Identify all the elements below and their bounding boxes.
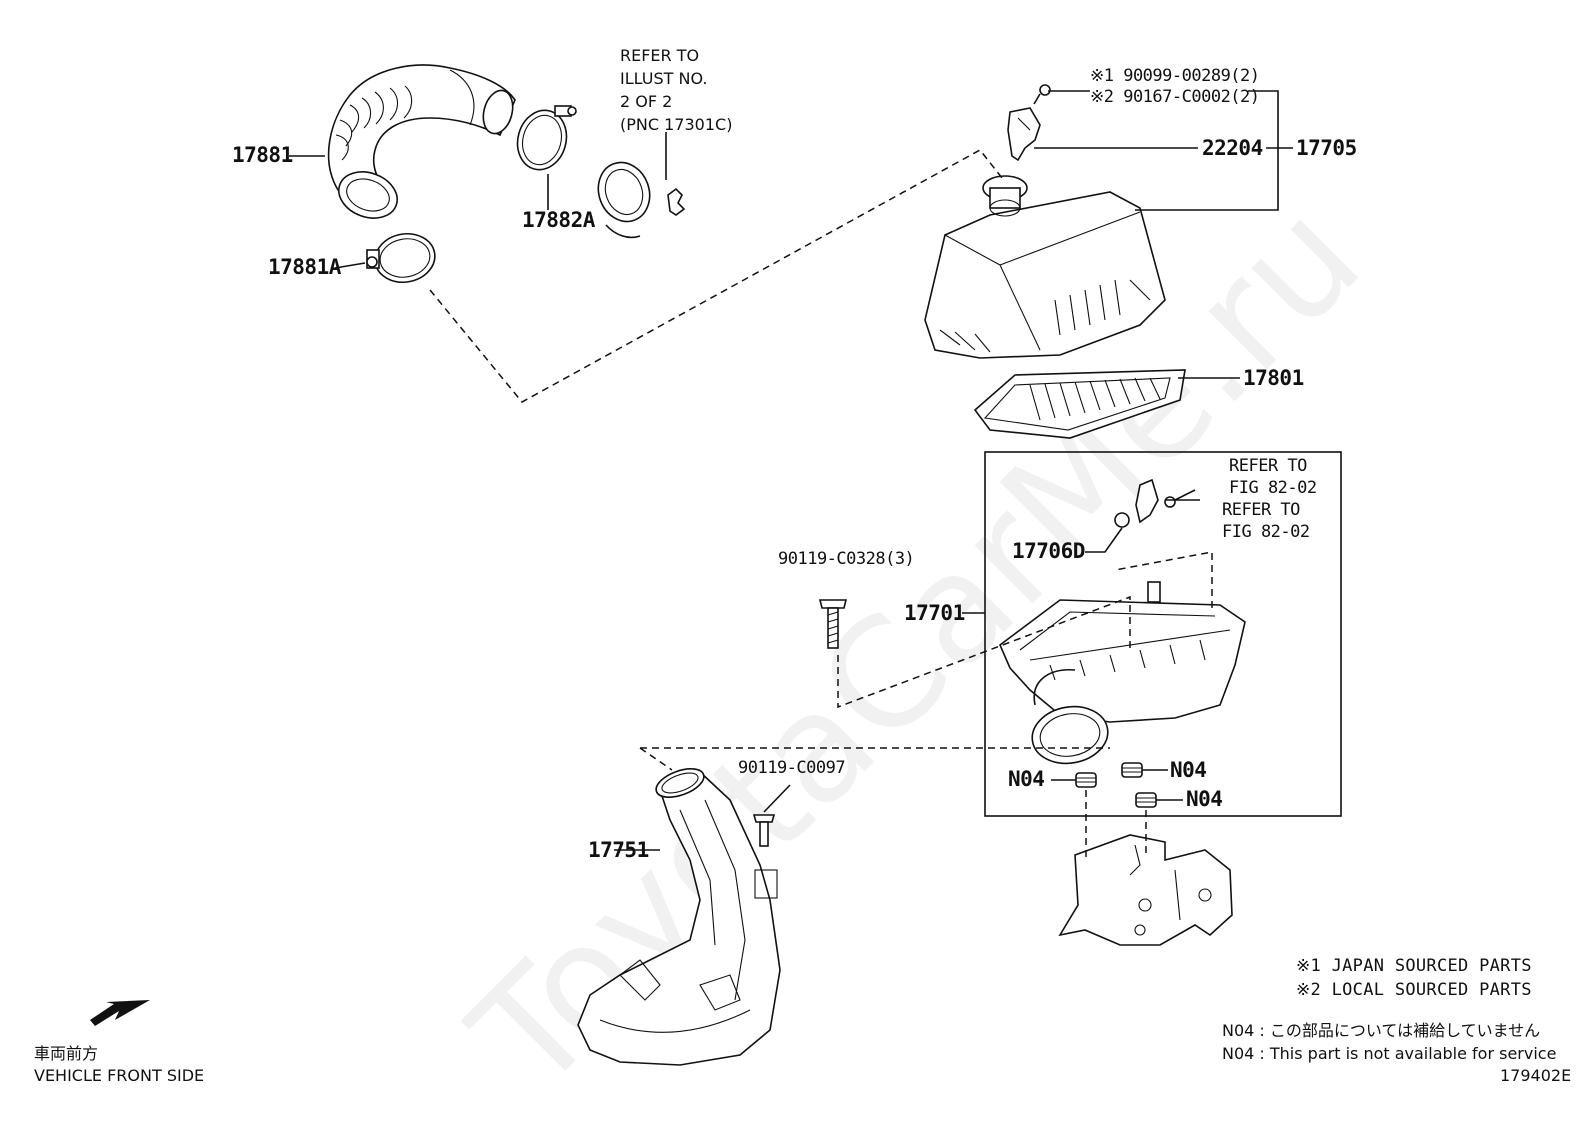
front-arrow-icon: [90, 1000, 150, 1026]
assembly-dashed-lines: [429, 149, 1213, 860]
grommets-N04: [1075, 762, 1157, 808]
note-japan-sourced: ※1 JAPAN SOURCED PARTS: [1296, 956, 1532, 976]
label-17801: 17801: [1243, 366, 1304, 390]
label-screw-1: ※1 90099-00289(2): [1090, 66, 1260, 86]
label-17701: 17701: [904, 601, 965, 625]
note-n04-japanese: N04 : この部品については補給していません: [1222, 1021, 1541, 1040]
bolt-90119-C0097: [752, 814, 776, 847]
label-bolt-90119-C0328: 90119-C0328(3): [778, 549, 915, 569]
label-17881: 17881: [232, 143, 293, 167]
refer-fig-b-line1: REFER TO: [1222, 500, 1300, 520]
bolt-90119-C0328: [818, 599, 848, 649]
note-n04-english: N04 : This part is not available for ser…: [1222, 1044, 1557, 1063]
diagram-drawing: [90, 64, 1342, 1066]
label-n04-top: N04: [1170, 758, 1207, 782]
resonator-reference: [597, 161, 686, 239]
clamp-17881A: [366, 232, 436, 284]
label-17882A: 17882A: [522, 208, 595, 232]
clamp-17882A: [516, 105, 577, 171]
label-17751: 17751: [588, 838, 649, 862]
refer-illust-line1: REFER TO: [620, 46, 700, 65]
air-cleaner-case-17701: [999, 581, 1246, 765]
label-n04-bottom: N04: [1186, 787, 1223, 811]
bracket-17706D: [1114, 478, 1196, 528]
front-side-japanese: 車両前方: [34, 1044, 99, 1063]
air-cleaner-cap-17705: [924, 175, 1166, 359]
note-local-sourced: ※2 LOCAL SOURCED PARTS: [1296, 980, 1532, 1000]
mounting-bracket: [1058, 834, 1233, 946]
intake-hose-17881: [327, 64, 516, 219]
parts-diagram: ToyotaCarMe.ru: [34, 44, 1572, 1123]
label-17705: 17705: [1296, 136, 1357, 160]
front-side-english: VEHICLE FRONT SIDE: [34, 1066, 205, 1085]
refer-fig-a-line2: FIG 82-02: [1229, 478, 1317, 498]
refer-illust-line4: (PNC 17301C): [620, 115, 733, 134]
filter-element-17801: [973, 369, 1186, 439]
label-bolt-90119-C0097: 90119-C0097: [738, 758, 846, 778]
refer-illust-note: REFER TO ILLUST NO. 2 OF 2 (PNC 17301C): [620, 44, 732, 136]
leader-lines: [289, 90, 1293, 851]
refer-illust-line2: ILLUST NO.: [620, 69, 708, 88]
refer-illust-line3: 2 OF 2: [620, 92, 673, 111]
mass-air-flow-sensor-22204: [1007, 84, 1051, 162]
label-22204: 22204: [1202, 136, 1263, 160]
label-screw-2: ※2 90167-C0002(2): [1090, 87, 1260, 107]
label-17706D: 17706D: [1012, 539, 1085, 563]
refer-fig-b-line2: FIG 82-02: [1222, 522, 1310, 542]
label-17881A: 17881A: [268, 255, 341, 279]
intake-inlet-duct-17751: [577, 768, 781, 1066]
figure-number: 179402E: [1500, 1066, 1572, 1085]
case-group-box: [984, 451, 1342, 817]
label-n04-left: N04: [1008, 767, 1045, 791]
refer-fig-a-line1: REFER TO: [1229, 456, 1307, 476]
